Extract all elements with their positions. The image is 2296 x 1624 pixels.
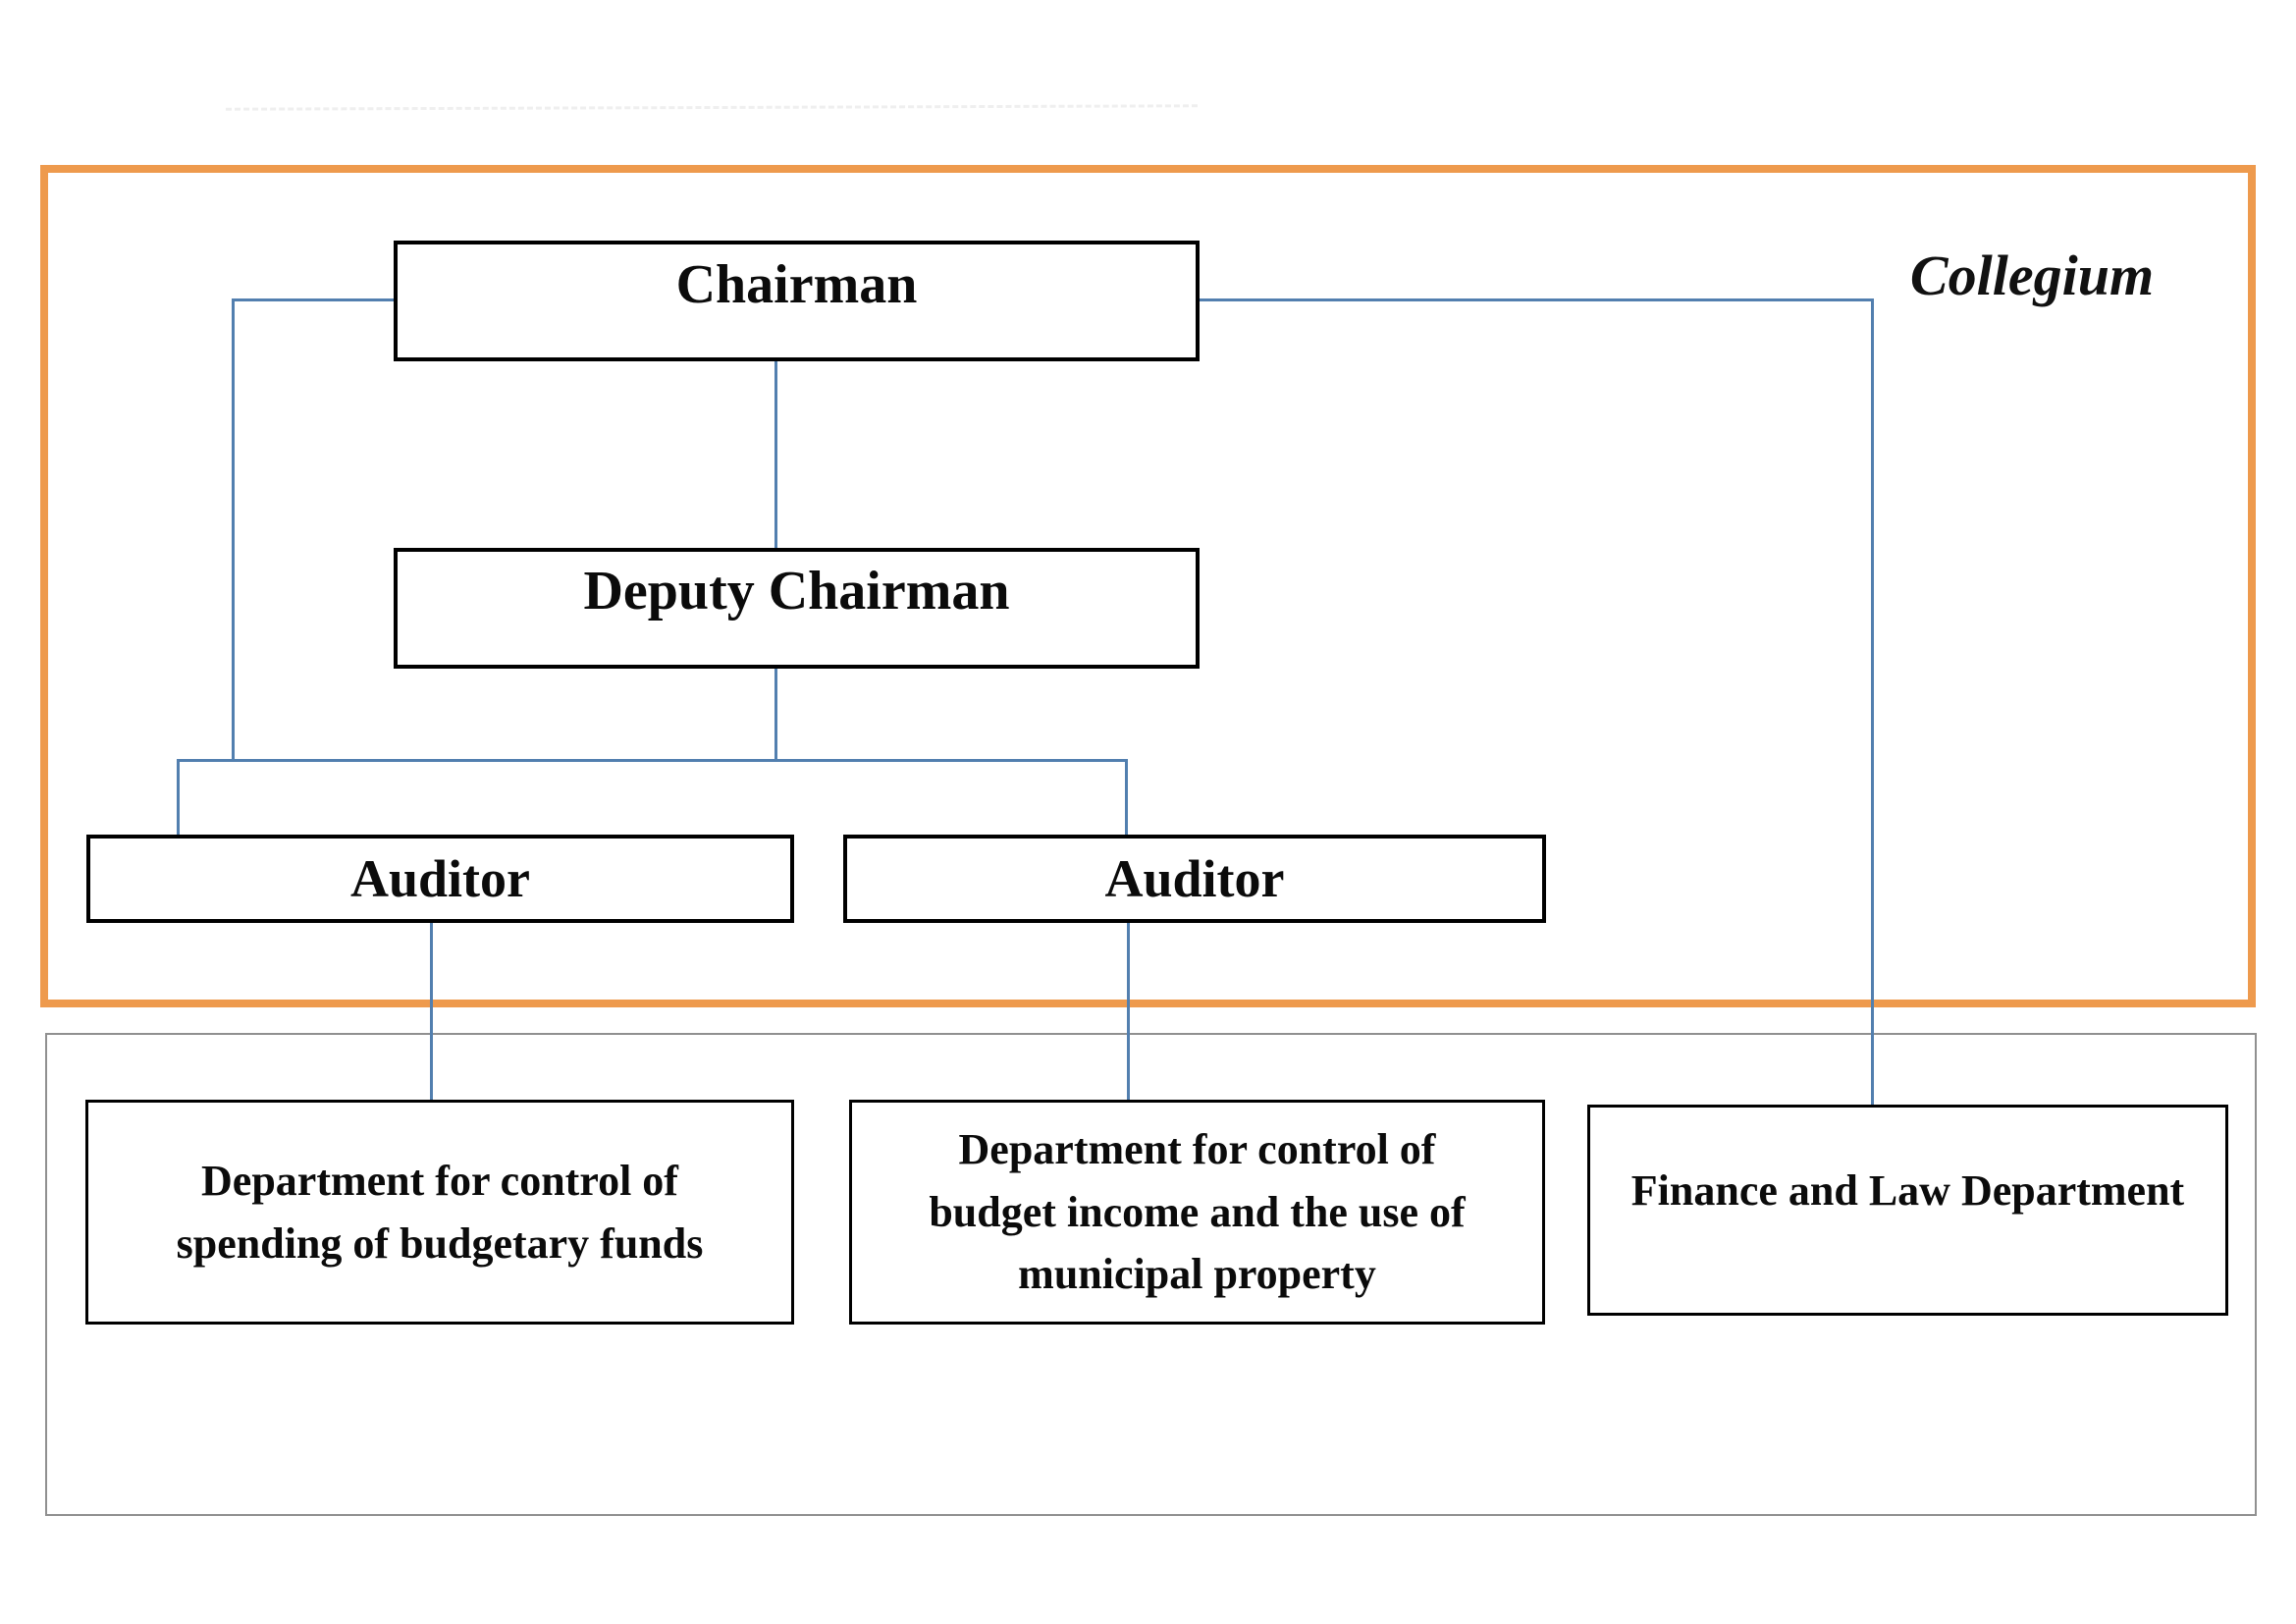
connector-right-vertical-to-finance xyxy=(1871,298,1874,1107)
connector-chairman-to-deputy xyxy=(774,360,777,549)
connector-chairman-right-horizontal xyxy=(1199,298,1874,301)
scan-artifact xyxy=(225,104,1199,111)
connector-branch-horizontal xyxy=(177,759,1128,762)
connector-auditor-right-to-dept xyxy=(1127,922,1130,1101)
deputy-chairman-box: Deputy Chairman xyxy=(394,548,1200,669)
auditor-right-box: Auditor xyxy=(843,835,1546,923)
auditor-left-box: Auditor xyxy=(86,835,794,923)
departments-group-frame xyxy=(45,1033,2257,1516)
chairman-box: Chairman xyxy=(394,241,1200,361)
connector-branch-to-auditor-left xyxy=(177,759,180,836)
connector-left-vertical xyxy=(232,298,235,761)
collegium-group-label: Collegium xyxy=(1909,243,2155,307)
connector-branch-to-auditor-right xyxy=(1125,759,1128,836)
connector-deputy-to-branch xyxy=(774,668,777,761)
department-spending-box: Department for control of spending of bu… xyxy=(85,1100,794,1325)
collegium-group-frame xyxy=(40,165,2256,1007)
finance-law-department-box: Finance and Law Department xyxy=(1587,1105,2228,1316)
connector-auditor-left-to-dept xyxy=(430,922,433,1101)
connector-chairman-left-horizontal xyxy=(232,298,395,301)
department-budget-income-box: Department for control of budget income … xyxy=(849,1100,1545,1325)
